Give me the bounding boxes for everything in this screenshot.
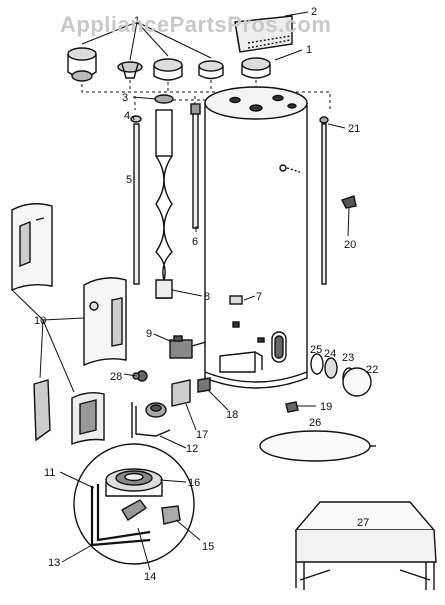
callout-12: 12 — [186, 443, 198, 455]
callout-17: 17 — [196, 429, 208, 441]
callout-21: 21 — [348, 123, 360, 135]
callout-7: 7 — [256, 291, 262, 303]
callout-5: 5 — [126, 174, 132, 186]
door-parts — [310, 353, 372, 397]
callout-9: 9 — [146, 328, 152, 340]
label-plate-part-7 — [229, 295, 243, 305]
jacket-panel-center — [83, 277, 127, 367]
dip-tube-part-6 — [190, 103, 201, 229]
callout-15: 15 — [202, 541, 214, 553]
watermark: AppliancePartsPros.com — [60, 12, 332, 37]
flue-baffle-part-8 — [154, 94, 174, 299]
jacket-panel-small-right — [71, 391, 105, 446]
callout-6: 6 — [192, 236, 198, 248]
callout-20: 20 — [344, 239, 356, 251]
fitting-a — [117, 61, 143, 79]
callout-19: 19 — [320, 401, 332, 413]
jacket-panel-small-left — [33, 379, 51, 442]
callout-labels: 1 2 1 3 4 5 21 6 20 8 7 9 10 25 24 23 22… — [34, 6, 378, 583]
callout-11: 11 — [44, 467, 55, 479]
callout-14: 14 — [144, 571, 156, 583]
water-heater-tank — [204, 86, 308, 389]
drain-valve-part-19 — [285, 401, 299, 413]
fitting-b — [153, 58, 183, 81]
callout-24: 24 — [324, 348, 336, 360]
valve-part-20 — [341, 195, 357, 209]
callout-22: 22 — [366, 364, 378, 376]
callout-26: 26 — [309, 417, 321, 429]
vent-cap-part-2 — [234, 15, 293, 53]
burner-detail-circle — [73, 443, 195, 565]
callout-28: 28 — [110, 371, 122, 383]
stand-part-27 — [294, 501, 437, 590]
jacket-panel-left — [11, 203, 53, 292]
draft-hood-part-1 — [67, 47, 97, 82]
drain-pan-part-26 — [259, 430, 376, 462]
leader-lines — [11, 11, 350, 571]
callout-2: 2 — [311, 6, 317, 18]
fitting-c — [198, 60, 224, 80]
callout-1b: 1 — [306, 44, 312, 56]
callout-25: 25 — [310, 344, 322, 356]
burner-assembly-part-12 — [131, 402, 171, 438]
fitting-d — [241, 57, 271, 79]
callout-8: 8 — [204, 291, 210, 303]
relief-rod-part-21 — [319, 116, 329, 285]
callout-3: 3 — [122, 92, 128, 104]
callout-10: 10 — [34, 315, 46, 327]
callout-27: 27 — [357, 517, 369, 529]
callout-1a: 1 — [134, 15, 140, 27]
anode-rod-part-5 — [130, 115, 142, 285]
callout-18: 18 — [226, 409, 238, 421]
callout-13: 13 — [48, 557, 60, 569]
bracket-part-18 — [197, 377, 211, 393]
callout-16: 16 — [188, 477, 200, 489]
callout-4: 4 — [124, 110, 130, 122]
callout-23: 23 — [342, 352, 354, 364]
bracket-part-17 — [171, 379, 191, 407]
gas-control-part-9 — [169, 335, 207, 359]
